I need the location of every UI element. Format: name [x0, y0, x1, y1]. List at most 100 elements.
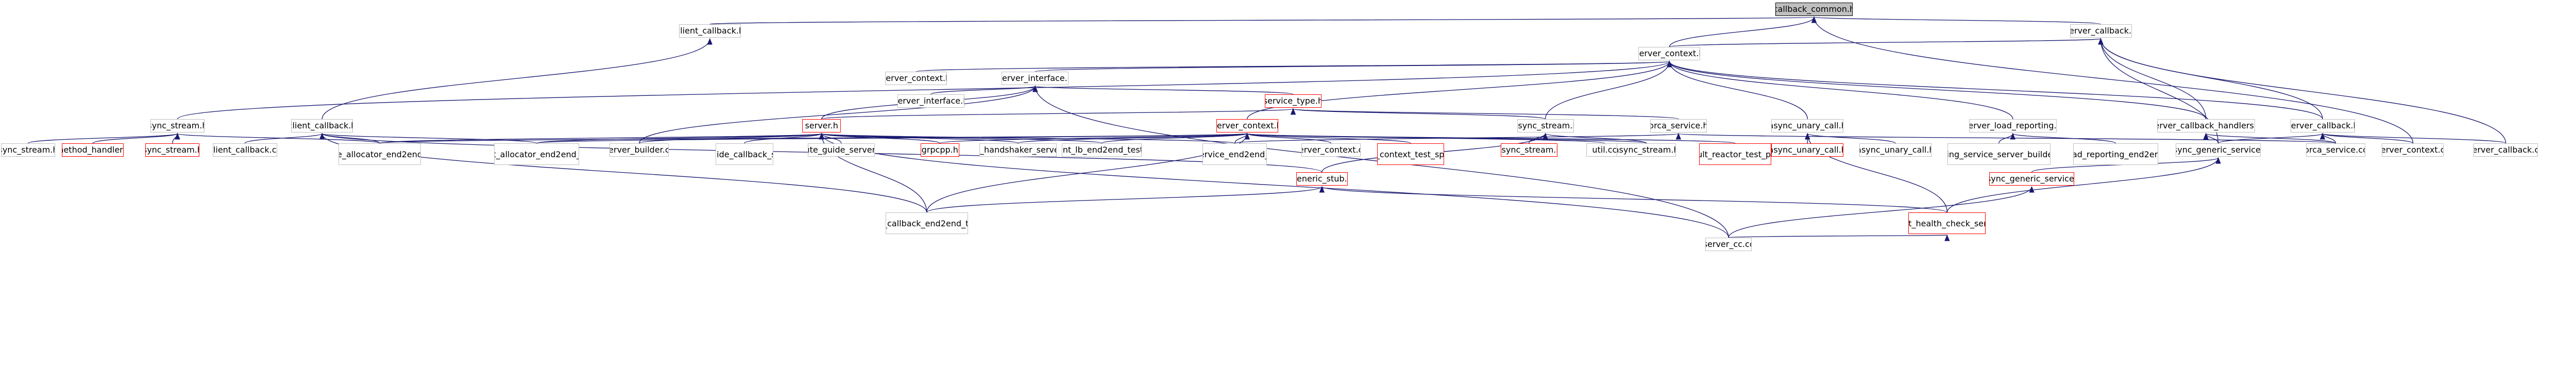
node-grpcpp-h[interactable]: grpcpp.h: [920, 143, 959, 157]
node-sync-stream-h-3[interactable]: sync_stream.h: [145, 143, 200, 157]
node-server-callback-handlers-h[interactable]: server_callback_handlers.h: [2157, 119, 2255, 132]
node-sync-stream-h[interactable]: sync_stream.h: [150, 119, 205, 132]
dependency-edge: [1669, 38, 2103, 47]
dependency-edge: [27, 132, 180, 144]
node-server-callback-h-2[interactable]: server_callback.h: [2290, 119, 2355, 132]
node-async-unary-call-h-3[interactable]: async_unary_call.h: [1859, 143, 1931, 157]
dependency-edge: [1319, 186, 1947, 213]
dependency-edge: [1811, 16, 2414, 144]
dependency-edge: [2320, 132, 2414, 144]
node-server-interface-h-2[interactable]: server_interface.h: [897, 94, 964, 108]
node-server-load-reporting-h[interactable]: server_load_reporting.h: [1969, 119, 2057, 132]
node-server-context-h-2[interactable]: server_context.h: [885, 72, 947, 85]
node-route-guide-server[interactable]: route_guide_server.cc: [807, 143, 875, 157]
dependency-edge: [1946, 157, 2221, 213]
node-default-reactor-test-peer[interactable]: default_reactor_test_peer.h: [1699, 143, 1771, 165]
node-client-lb-test[interactable]: client_lb_end2end_test.cc: [1061, 143, 1142, 157]
node-server-context-h-3[interactable]: server_context.h: [1216, 119, 1278, 132]
node-client-callback-test[interactable]: client_callback_end2end_test.cc: [885, 212, 968, 234]
dependency-edge: [1998, 132, 2016, 144]
node-client-callback-h[interactable]: client_callback.h: [679, 24, 741, 38]
node-async-stream-h[interactable]: async_stream.h: [1517, 119, 1574, 132]
node-callback-common-h[interactable]: callback_common.h: [1775, 3, 1853, 16]
node-client-callback-h-2[interactable]: client_callback.h: [291, 119, 353, 132]
node-async-unary-call-h[interactable]: async_unary_call.h: [1771, 119, 1844, 132]
node-default-health-check[interactable]: default_health_check_service.h: [1908, 212, 1986, 234]
dependency-edge: [1728, 234, 1948, 242]
dependency-edge: [1291, 108, 1546, 120]
dependency-edge: [819, 132, 1729, 238]
dependency-edge: [709, 16, 1815, 25]
dependency-edge: [1811, 16, 2102, 25]
node-sync-stream-h-2[interactable]: sync_stream.h: [1, 143, 55, 157]
dependency-edge: [1543, 132, 1647, 144]
dependency-edge: [321, 38, 713, 120]
dependency-edge: [244, 132, 325, 144]
dependency-edge: [1035, 60, 1671, 72]
dependency-edge: [930, 85, 1038, 95]
dependency-edge: [1667, 60, 1808, 120]
node-context-allocator-test[interactable]: context_allocator_end2end_test.cc: [494, 143, 579, 165]
dependency-edge: [1245, 132, 1736, 144]
dependency-edge: [1032, 85, 1294, 95]
node-server-cc[interactable]: server_cc.cc: [1705, 238, 1752, 251]
node-server-context-h[interactable]: server_context.h: [1638, 47, 1701, 60]
node-async-stream-h-3[interactable]: async_stream.h: [1617, 143, 1676, 157]
dependency-edge: [1667, 60, 2013, 120]
node-service-type-h[interactable]: service_type.h: [1264, 94, 1321, 108]
node-orca-service-h[interactable]: orca_service.h: [1650, 119, 1707, 132]
node-client-callback-cc[interactable]: client_callback.cc: [212, 143, 277, 157]
node-message-allocator-test[interactable]: message_allocator_end2end_test.cc: [338, 143, 421, 165]
dependency-edge: [536, 132, 1249, 144]
node-generic-stub-h[interactable]: generic_stub.h: [1296, 172, 1348, 186]
node-server-builder-cc[interactable]: server_builder.cc: [609, 143, 669, 157]
dependency-edge: [1234, 132, 1681, 144]
node-orca-service-test[interactable]: orca_service_end2end_test.cc: [1202, 143, 1267, 165]
dependency-edge: [2217, 132, 2326, 144]
node-async-unary-call-h-2[interactable]: async_unary_call.h: [1771, 143, 1844, 157]
dependency-edge: [638, 132, 824, 144]
dependency-edge: [2010, 132, 2116, 144]
node-orca-service-cc[interactable]: orca_service.cc: [2306, 143, 2366, 157]
dependency-edge: [1667, 60, 2207, 120]
node-util-cc[interactable]: util.cc: [1586, 143, 1623, 157]
dependency-edge: [1669, 16, 1817, 47]
dependency-edge: [2098, 38, 2506, 144]
node-async-stream-h-2[interactable]: async_stream.h: [1500, 143, 1557, 157]
dependency-edge: [2320, 132, 2506, 144]
dependency-edge: [177, 60, 1672, 120]
dependency-edge: [821, 108, 1295, 120]
node-load-reporting-service[interactable]: load_reporting_service_server_builder_op…: [1947, 143, 2050, 165]
dependency-edge: [2098, 38, 2207, 120]
dependency-edge: [319, 132, 537, 144]
node-server-context-cc[interactable]: server_context.cc: [1301, 143, 1361, 157]
dependency-edge: [819, 132, 1235, 144]
node-async-generic-service-h[interactable]: async_generic_service.h: [2176, 143, 2261, 157]
dependency-edge: [819, 132, 1103, 144]
dependency-edge: [2319, 132, 2336, 144]
node-server-callback-h[interactable]: server_callback.h: [2070, 24, 2132, 38]
dependency-edge: [1101, 132, 1250, 144]
dependency-edge: [1728, 186, 2035, 238]
dependency-edge: [1545, 60, 1672, 120]
node-server-h[interactable]: server.h: [802, 119, 841, 132]
node-method-handler-h[interactable]: method_handler.h: [62, 143, 124, 157]
node-server-callback-cc[interactable]: server_callback.cc: [2473, 143, 2538, 157]
dependency-edge: [1244, 132, 1331, 144]
node-server-load-reporting-test[interactable]: server_load_reporting_end2end_test.cc: [2073, 143, 2158, 165]
node-fake-handshaker-server[interactable]: fake_handshaker_server.cc: [979, 143, 1057, 157]
dependency-edge: [92, 132, 180, 144]
node-server-interface-h[interactable]: server_interface.h: [1002, 72, 1069, 85]
node-async-generic-service-h-2[interactable]: async_generic_service.h: [1989, 172, 2075, 186]
dependency-edge: [1805, 132, 1896, 144]
dependency-edge: [1244, 132, 1411, 144]
dependency-edge: [1667, 60, 2323, 120]
node-server-context-test-spouse[interactable]: server_context_test_spouse.h: [1377, 143, 1445, 165]
node-route-guide-callback-server[interactable]: route_guide_callback_server.cc: [715, 143, 773, 165]
dependency-edge: [1291, 108, 1679, 120]
dependency-edge: [1676, 132, 2336, 144]
dependency-edge: [1247, 60, 1672, 120]
node-server-context-cc-2[interactable]: server_context.cc: [2382, 143, 2444, 157]
